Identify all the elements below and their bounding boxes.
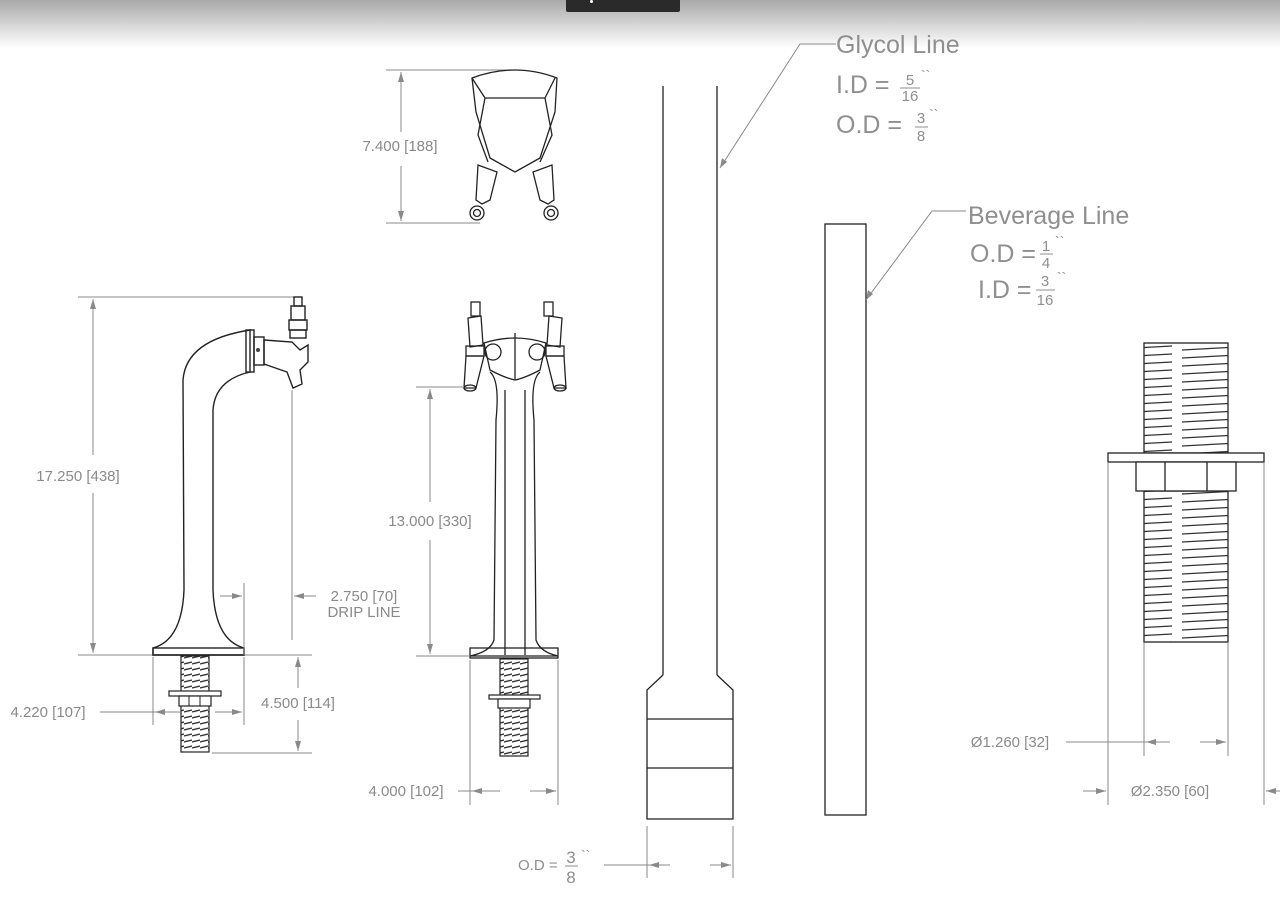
front-faucet-height-dim: 13.000 [330]	[388, 513, 471, 530]
beverage-line-title: Beverage Line	[968, 202, 1129, 230]
toolbar-dot-icon	[590, 0, 593, 3]
svg-text:``: ``	[921, 67, 930, 83]
side-view-height-dim: 17.250 [438]	[36, 468, 119, 485]
svg-text:3: 3	[566, 848, 575, 867]
svg-text:3: 3	[917, 110, 925, 127]
shank-detail-view: Ø1.260 [32] Ø2.350 [60]	[971, 342, 1280, 805]
front-base-width-dim: 4.000 [102]	[368, 783, 443, 800]
svg-text:``: ``	[929, 106, 938, 122]
svg-text:3: 3	[1041, 273, 1049, 290]
svg-text:O.D =: O.D =	[836, 111, 902, 139]
viewer-toolbar-button[interactable]	[566, 0, 680, 12]
shank-inner-dia-dim: Ø1.260 [32]	[971, 734, 1049, 751]
svg-text:O.D =: O.D =	[518, 857, 558, 874]
shank-outer-dia-dim: Ø2.350 [60]	[1131, 783, 1209, 800]
beverage-line-callout: Beverage Line O.D = 1 4 `` I.D = 3 16 ``	[968, 202, 1129, 309]
svg-text:``: ``	[581, 847, 590, 863]
glycol-line-view: O.D = 3 8 `` Glycol Line I.D = 5 16 `` O…	[518, 31, 960, 887]
svg-text:4: 4	[1042, 255, 1050, 272]
svg-text:8: 8	[566, 868, 575, 887]
top-view-height-dim: 7.400 [188]	[362, 138, 437, 155]
glycol-line-title: Glycol Line	[836, 31, 960, 59]
drip-line-dim: 2.750 [70]	[331, 588, 398, 605]
svg-text:``: ``	[1055, 233, 1064, 249]
side-base-width-dim: 4.220 [107]	[10, 704, 85, 721]
svg-text:I.D =: I.D =	[836, 71, 890, 99]
svg-text:1: 1	[1042, 238, 1050, 255]
svg-text:16: 16	[902, 88, 919, 105]
glycol-line-callout: Glycol Line I.D = 5 16 `` O.D = 3 8 ``	[836, 31, 960, 145]
svg-text:``: ``	[1057, 269, 1066, 285]
svg-text:8: 8	[917, 128, 925, 145]
beverage-line-view: Beverage Line O.D = 1 4 `` I.D = 3 16 ``	[824, 202, 1129, 816]
svg-text:16: 16	[1037, 292, 1054, 309]
shank-length-dim: 4.500 [114]	[261, 695, 335, 712]
viewer-top-bar	[0, 0, 1280, 48]
drip-line-label: DRIP LINE	[327, 604, 400, 621]
svg-text:5: 5	[906, 72, 914, 89]
svg-text:I.D =: I.D =	[978, 276, 1032, 304]
top-view: 7.400 [188]	[362, 69, 559, 224]
front-view: 13.000 [330] 4.000 [102]	[368, 301, 567, 805]
connector-od-label: O.D = 3 8 ``	[518, 847, 590, 887]
svg-text:O.D =: O.D =	[970, 240, 1036, 268]
side-view: 17.250 [438] 2.750 [70] DRIP LINE 4.2	[10, 296, 401, 754]
